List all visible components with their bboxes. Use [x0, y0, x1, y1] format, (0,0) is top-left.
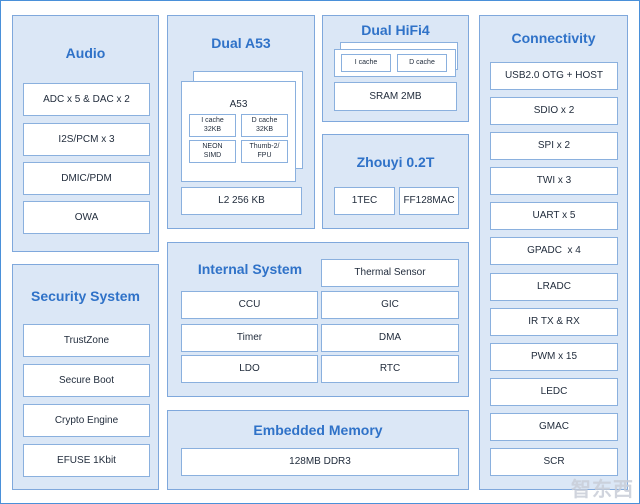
- hifi-icache: I cache: [341, 54, 391, 72]
- audio-panel: Audio ADC x 5 & DAC x 2 I2S/PCM x 3 DMIC…: [12, 15, 159, 252]
- conn-gpadc: GPADC x 4: [490, 237, 618, 265]
- internal-title: Internal System: [197, 261, 303, 277]
- memory-title: Embedded Memory: [253, 422, 383, 438]
- security-item-trustzone: TrustZone: [23, 324, 150, 357]
- internal-ldo: LDO: [181, 355, 318, 383]
- audio-title: Audio: [65, 45, 106, 61]
- internal-gic: GIC: [321, 291, 459, 319]
- audio-item-dmic: DMIC/PDM: [23, 162, 150, 195]
- hifi-panel: Dual HiFi4 I cache D cache SRAM 2MB: [322, 15, 469, 122]
- conn-gmac: GMAC: [490, 413, 618, 441]
- memory-panel: Embedded Memory 128MB DDR3: [167, 410, 469, 490]
- conn-ir: IR TX & RX: [490, 308, 618, 336]
- hifi-title: Dual HiFi4: [361, 22, 430, 38]
- conn-lradc: LRADC: [490, 273, 618, 301]
- internal-thermal-sensor: Thermal Sensor: [321, 259, 459, 287]
- hifi-dcache: D cache: [397, 54, 447, 72]
- security-title: Security System: [31, 288, 140, 304]
- internal-timer: Timer: [181, 324, 318, 352]
- audio-item-owa: OWA: [23, 201, 150, 234]
- a53-core-label: A53: [229, 99, 248, 110]
- conn-scr: SCR: [490, 448, 618, 476]
- conn-uart: UART x 5: [490, 202, 618, 230]
- connectivity-panel: Connectivity USB2.0 OTG + HOST SDIO x 2 …: [479, 15, 628, 490]
- conn-spi: SPI x 2: [490, 132, 618, 160]
- internal-ccu: CCU: [181, 291, 318, 319]
- a53-l2-cache: L2 256 KB: [181, 187, 302, 215]
- a53-icache: I cache 32KB: [189, 114, 236, 137]
- a53-title: Dual A53: [211, 35, 271, 51]
- security-panel: Security System TrustZone Secure Boot Cr…: [12, 264, 159, 490]
- conn-usb: USB2.0 OTG + HOST: [490, 62, 618, 90]
- internal-dma: DMA: [321, 324, 459, 352]
- conn-ledc: LEDC: [490, 378, 618, 406]
- security-item-efuse: EFUSE 1Kbit: [23, 444, 150, 477]
- internal-panel: Internal System Thermal Sensor CCU GIC T…: [167, 242, 469, 397]
- a53-core-card: A53 I cache 32KB D cache 32KB NEON SIMD …: [181, 81, 296, 182]
- conn-sdio: SDIO x 2: [490, 97, 618, 125]
- hifi-front-card: I cache D cache: [334, 49, 456, 77]
- a53-dcache: D cache 32KB: [241, 114, 288, 137]
- audio-item-i2s: I2S/PCM x 3: [23, 123, 150, 156]
- conn-twi: TWI x 3: [490, 167, 618, 195]
- security-item-secure-boot: Secure Boot: [23, 364, 150, 397]
- hifi-sram: SRAM 2MB: [334, 82, 457, 111]
- zhouyi-panel: Zhouyi 0.2T 1TEC FF128MAC: [322, 134, 469, 229]
- audio-item-adc-dac: ADC x 5 & DAC x 2: [23, 83, 150, 116]
- connectivity-title: Connectivity: [511, 30, 596, 46]
- conn-pwm: PWM x 15: [490, 343, 618, 371]
- zhouyi-mac: FF128MAC: [399, 187, 459, 215]
- watermark-logo: 智东西: [571, 479, 634, 501]
- internal-rtc: RTC: [321, 355, 459, 383]
- zhouyi-tec: 1TEC: [334, 187, 395, 215]
- memory-ddr3: 128MB DDR3: [181, 448, 459, 476]
- a53-neon: NEON SIMD: [189, 140, 236, 163]
- zhouyi-title: Zhouyi 0.2T: [356, 154, 435, 170]
- a53-thumb-fpu: Thumb-2/ FPU: [241, 140, 288, 163]
- a53-panel: Dual A53 A53 I cache 32KB D cache 32KB N…: [167, 15, 315, 229]
- security-item-crypto: Crypto Engine: [23, 404, 150, 437]
